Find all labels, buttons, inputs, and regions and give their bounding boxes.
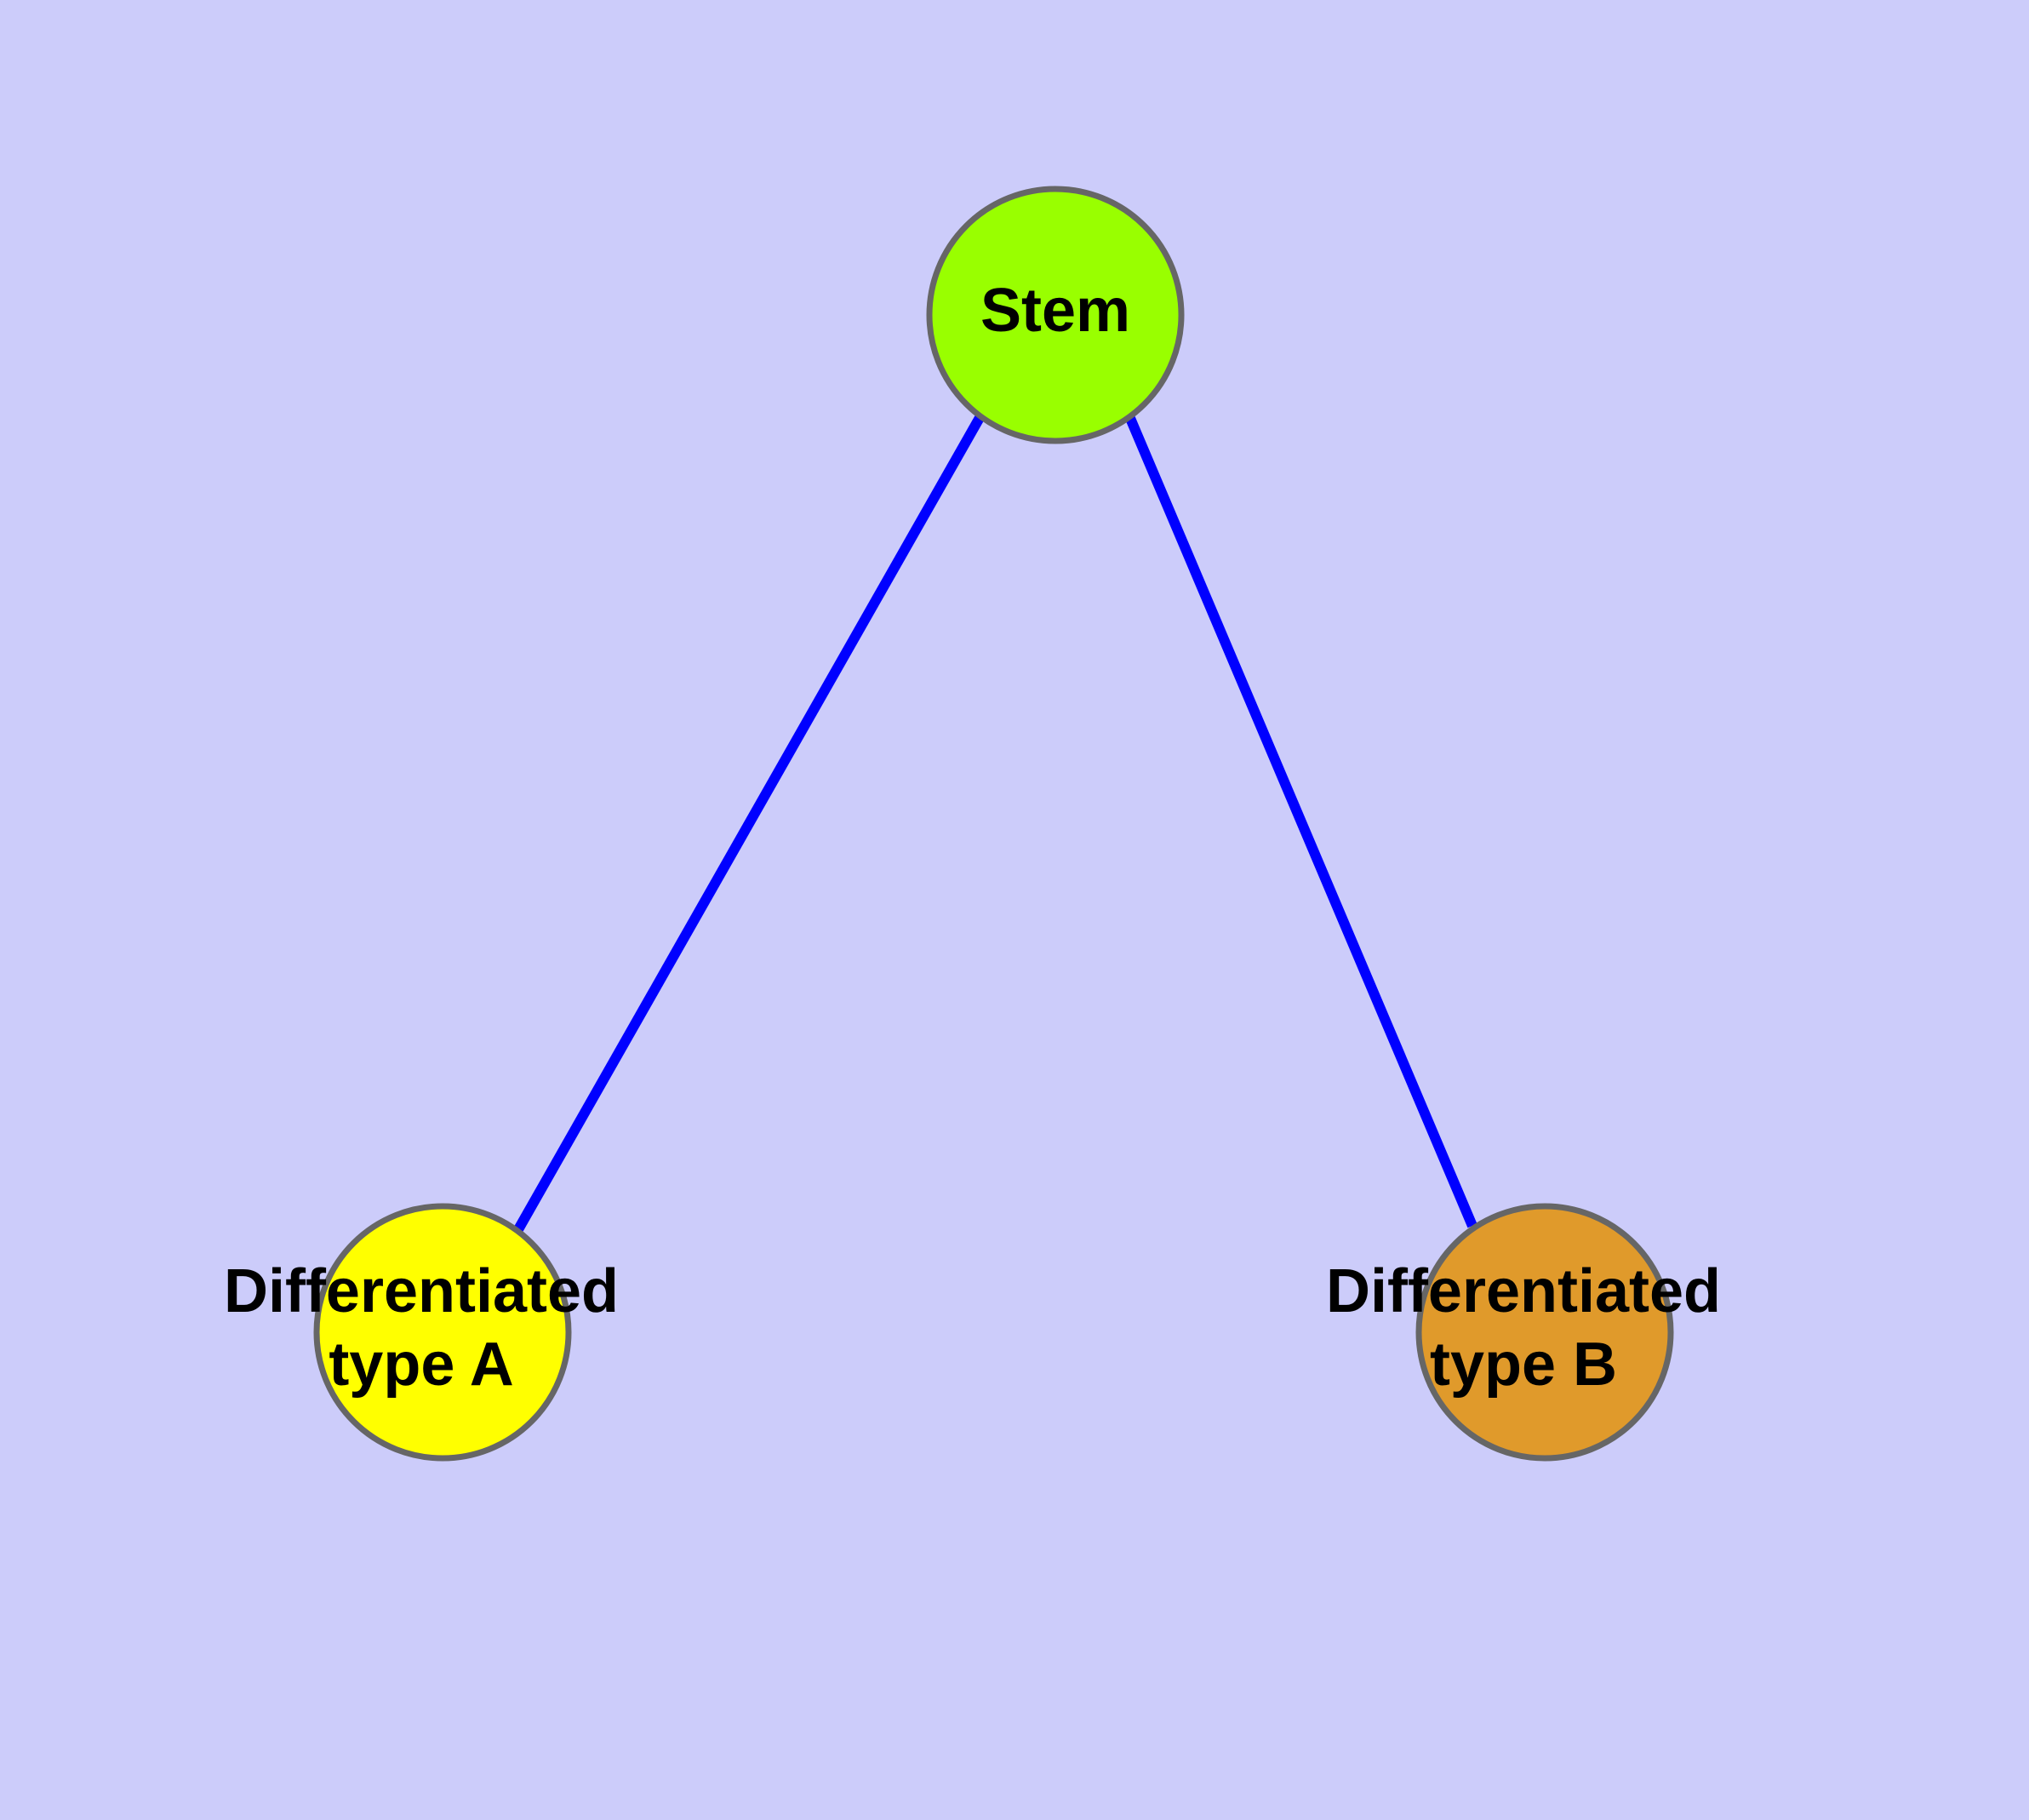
nodes-layer	[313, 186, 1674, 1462]
edges-layer	[512, 414, 1477, 1233]
node-diff_b[interactable]	[1415, 1203, 1674, 1462]
node-label-line: Differentiated	[224, 1257, 619, 1325]
node-label-line: type A	[329, 1331, 513, 1399]
node-label-line: Stem	[980, 277, 1130, 345]
node-label-line: Differentiated	[1326, 1257, 1721, 1325]
node-diff_a[interactable]	[313, 1203, 572, 1462]
node-label-line: type B	[1430, 1331, 1617, 1399]
node-label-stem: Stem	[980, 277, 1130, 345]
edge-stem-to-diff-b[interactable]	[1124, 414, 1477, 1228]
edge-stem-to-diff-a[interactable]	[512, 414, 986, 1233]
node-stem[interactable]	[926, 186, 1185, 444]
